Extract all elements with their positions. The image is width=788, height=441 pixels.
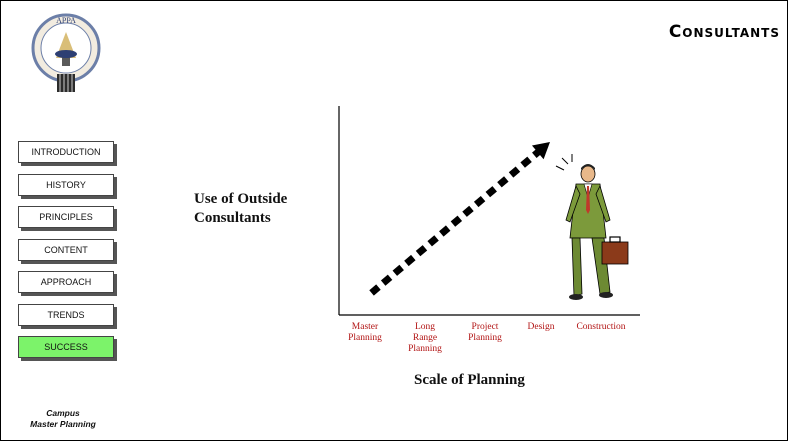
x-tick-master-planning: Master Planning xyxy=(340,322,390,344)
nav-item-approach[interactable]: Approach xyxy=(18,271,114,293)
nav-item-introduction[interactable]: Introduction xyxy=(18,141,114,163)
x-tick-construction: Construction xyxy=(566,322,636,333)
x-tick-line: Planning xyxy=(468,333,502,343)
trend-arrow xyxy=(369,142,550,296)
y-axis-label: Use of Outside Consultants xyxy=(194,190,287,228)
x-axis-title: Scale of Planning xyxy=(414,372,525,388)
trend-dash xyxy=(508,166,521,178)
x-tick-design: Design xyxy=(521,322,561,333)
x-tick-line: Design xyxy=(527,322,555,332)
trend-dash xyxy=(450,215,463,227)
x-tick-line: Range xyxy=(412,333,438,343)
trend-dash xyxy=(439,225,451,237)
trend-dash xyxy=(485,186,497,198)
x-tick-project-planning: Project Planning xyxy=(462,322,508,344)
x-tick-line: Construction xyxy=(576,322,626,332)
nav-item-principles[interactable]: Principles xyxy=(18,206,114,228)
trend-dash xyxy=(520,156,532,168)
x-tick-long-range-planning: Long Range Planning xyxy=(402,322,448,355)
trend-dash xyxy=(427,235,439,247)
x-tick-line: Master xyxy=(351,322,379,332)
x-tick-line: Planning xyxy=(408,344,442,354)
trend-dash xyxy=(462,205,474,217)
chart-area xyxy=(338,106,640,316)
x-tick-line: Planning xyxy=(348,333,382,343)
y-axis-label-line-2: Consultants xyxy=(194,210,271,226)
trend-dash xyxy=(473,195,486,208)
nav-item-trends[interactable]: Trends xyxy=(18,303,114,326)
appa-logo: APPA xyxy=(31,13,101,92)
trend-dash xyxy=(404,254,416,267)
trend-arrowhead xyxy=(531,142,550,160)
x-tick-line: Project xyxy=(471,322,499,332)
page-title: Consultants xyxy=(668,22,780,42)
nav-item-content[interactable]: Content xyxy=(18,238,114,261)
x-tick-line: Long xyxy=(414,322,436,332)
footer-line-1: Campus xyxy=(46,408,80,418)
footer-line-2: Master Planning xyxy=(30,419,96,429)
trend-dash xyxy=(415,245,428,257)
trend-dash xyxy=(497,176,509,188)
nav-item-success[interactable]: Success xyxy=(18,336,114,358)
trend-dash xyxy=(392,264,404,276)
businessman-figure xyxy=(555,154,629,300)
y-axis-label-line-1: Use of Outside xyxy=(194,191,288,207)
side-nav: Introduction History Principles Content … xyxy=(18,141,116,369)
trend-dash xyxy=(380,274,393,286)
trend-dash xyxy=(369,284,381,296)
nav-item-history[interactable]: History xyxy=(18,173,114,196)
logo-text: APPA xyxy=(56,16,76,25)
footer-label: Campus Master Planning xyxy=(0,408,126,430)
